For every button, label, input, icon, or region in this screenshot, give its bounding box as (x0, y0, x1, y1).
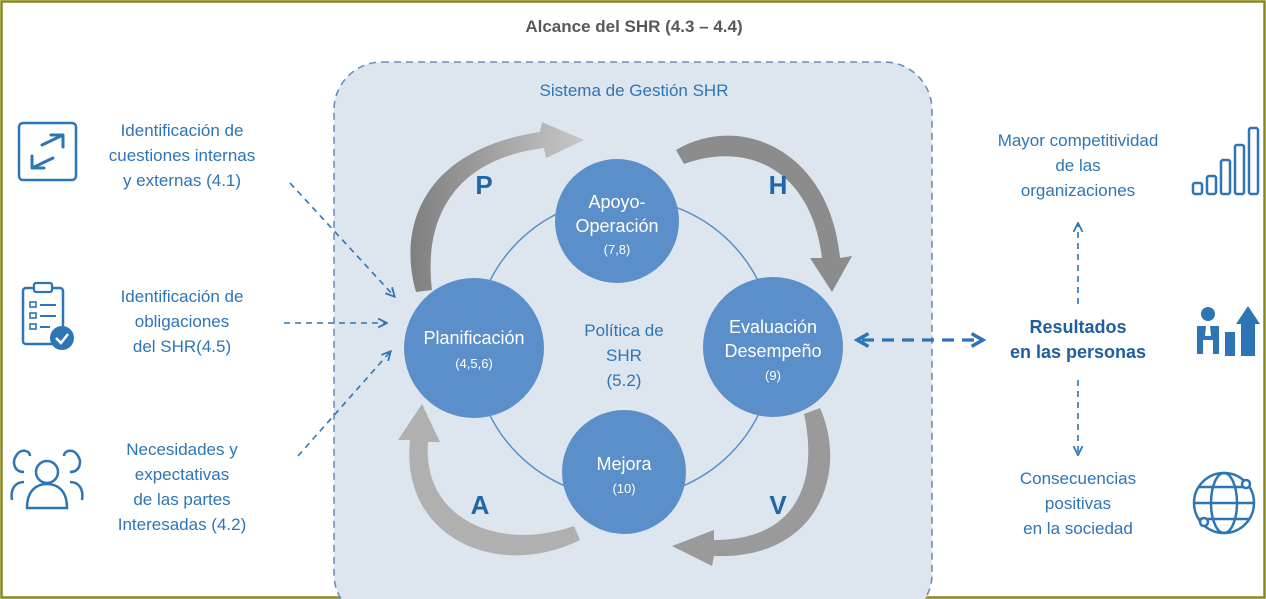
node-apoyo-number: (7,8) (604, 242, 631, 257)
output-middle-line-1: Resultados (1029, 317, 1126, 337)
clipboard-check-icon (21, 281, 74, 350)
input-text-3: Necesidades y expectativas de las partes… (118, 440, 247, 534)
center-line-3: (5.2) (607, 371, 642, 390)
output-bottom-line-3: en la sociedad (1023, 519, 1133, 538)
management-system-label: Sistema de Gestión SHR (540, 81, 729, 100)
input-arrows (284, 182, 394, 457)
center-line-2: SHR (606, 346, 642, 365)
people-group-icon (10, 449, 84, 510)
input-3-line-2: expectativas (135, 465, 230, 484)
node-mejora-line-1: Mejora (596, 454, 652, 474)
phase-h-label: H (769, 170, 788, 200)
output-text-bottom: Consecuencias positivas en la sociedad (1020, 469, 1136, 538)
input-1-line-3: y externas (4.1) (123, 171, 241, 190)
expand-arrows-icon (17, 121, 78, 182)
node-mejora-number: (10) (612, 481, 635, 496)
cycle-arrow-v (672, 408, 831, 566)
node-apoyo-operacion: Apoyo- Operación (7,8) (555, 159, 679, 283)
globe-network-icon (1192, 471, 1256, 535)
bar-chart-growth-icon (1191, 126, 1260, 196)
center-policy-text: Política de SHR (5.2) (584, 321, 663, 390)
phase-p-label: P (475, 170, 492, 200)
cycle-arrow-p (410, 122, 584, 292)
cycle-arrows (398, 122, 852, 566)
node-apoyo-line-2: Operación (575, 216, 658, 236)
output-bottom-line-2: positivas (1045, 494, 1111, 513)
node-planificacion: Planificación (4,5,6) (404, 278, 544, 418)
diagram-title: Alcance del SHR (4.3 – 4.4) (525, 17, 742, 36)
input-3-line-1: Necesidades y (126, 440, 238, 459)
node-apoyo-line-1: Apoyo- (588, 192, 645, 212)
input-2-line-3: del SHR(4.5) (133, 337, 231, 356)
node-planificacion-number: (4,5,6) (455, 356, 493, 371)
input-arrow-3 (297, 352, 390, 457)
input-text-2: Identificación de obligaciones del SHR(4… (121, 287, 244, 356)
node-mejora: Mejora (10) (562, 410, 686, 534)
cycle-arrow-h (676, 135, 852, 292)
output-top-line-2: de las (1055, 156, 1100, 175)
input-arrow-1 (289, 182, 394, 296)
node-planificacion-line-1: Planificación (423, 328, 524, 348)
person-growth-icon (1197, 306, 1260, 356)
phase-v-label: V (769, 490, 787, 520)
input-1-line-2: cuestiones internas (109, 146, 255, 165)
output-text-middle: Resultados en las personas (1010, 317, 1146, 362)
input-2-line-1: Identificación de (121, 287, 244, 306)
input-3-line-3: de las partes (133, 490, 230, 509)
output-bottom-line-1: Consecuencias (1020, 469, 1136, 488)
node-evaluacion-line-1: Evaluación (729, 317, 817, 337)
input-text-1: Identificación de cuestiones internas y … (109, 121, 255, 190)
phase-a-label: A (471, 490, 490, 520)
input-3-line-4: Interesadas (4.2) (118, 515, 247, 534)
output-top-line-1: Mayor competitividad (998, 131, 1159, 150)
output-top-line-3: organizaciones (1021, 181, 1135, 200)
cycle-arrow-a (398, 404, 580, 556)
output-middle-line-2: en las personas (1010, 342, 1146, 362)
input-2-line-2: obligaciones (135, 312, 230, 331)
node-evaluacion-line-2: Desempeño (724, 341, 821, 361)
output-text-top: Mayor competitividad de las organizacion… (998, 131, 1159, 200)
node-evaluacion-desempeno: Evaluación Desempeño (9) (703, 277, 843, 417)
node-evaluacion-number: (9) (765, 368, 781, 383)
input-1-line-1: Identificación de (121, 121, 244, 140)
center-line-1: Política de (584, 321, 663, 340)
